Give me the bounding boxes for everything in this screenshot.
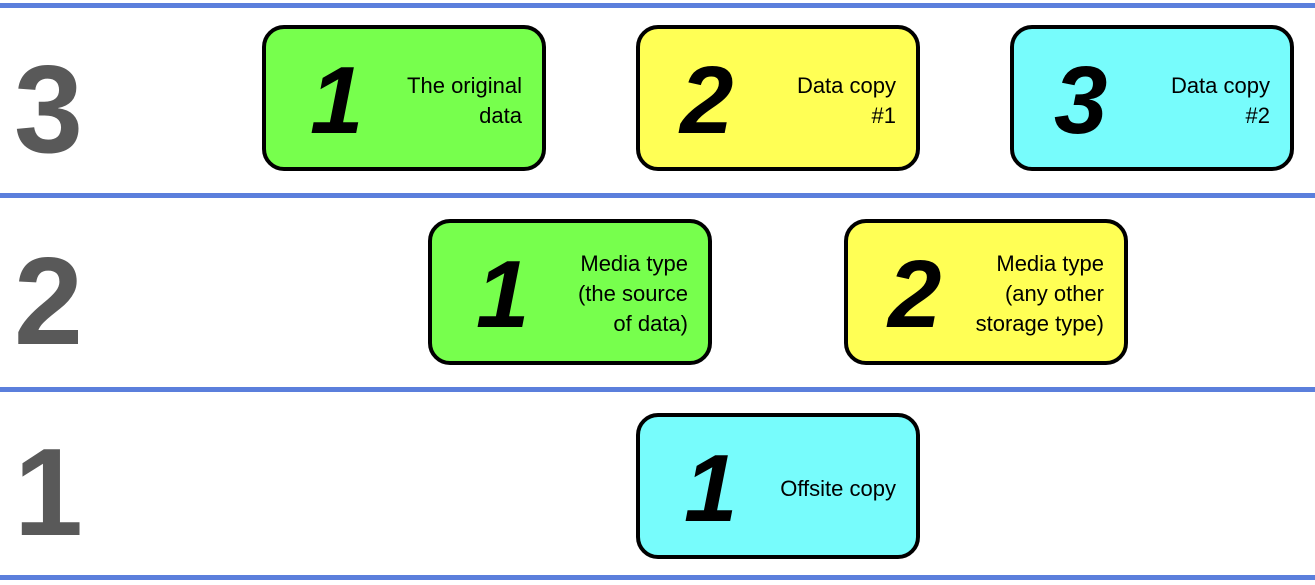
card-number: 2	[680, 47, 734, 154]
card-label: Data copy #2	[1171, 71, 1270, 131]
card-label: Offsite copy	[780, 474, 896, 504]
card-label-line: Data copy	[796, 73, 896, 98]
card-label-line: storage type)	[975, 311, 1104, 336]
card-offsite-copy: 1 Offsite copy	[636, 413, 920, 559]
card-label-line: of data)	[613, 311, 688, 336]
card-label: Media type (any other storage type)	[976, 249, 1104, 339]
card-number: 1	[684, 435, 738, 542]
level-number-2: 2	[14, 233, 83, 371]
card-label-line: #2	[1245, 103, 1270, 128]
card-label-line: Offsite copy	[780, 476, 896, 501]
card-label-line: Media type	[996, 251, 1104, 276]
card-media-type-other: 2 Media type (any other storage type)	[844, 219, 1128, 365]
card-label-line: (any other	[1004, 281, 1104, 306]
card-label-line: (the source	[577, 281, 688, 306]
card-label-line: data	[479, 103, 522, 128]
card-number: 2	[888, 241, 942, 348]
card-data-copy-1: 2 Data copy #1	[636, 25, 920, 171]
card-number: 1	[476, 241, 530, 348]
level-number-1: 1	[14, 424, 83, 562]
rule-top	[0, 3, 1315, 8]
level-number-3: 3	[14, 41, 83, 179]
card-label-line: The original	[407, 73, 522, 98]
card-media-type-source: 1 Media type (the source of data)	[428, 219, 712, 365]
card-label: Media type (the source of data)	[578, 249, 688, 339]
card-original-data: 1 The original data	[262, 25, 546, 171]
rule-row1-bottom	[0, 193, 1315, 198]
card-data-copy-2: 3 Data copy #2	[1010, 25, 1294, 171]
card-label-line: Media type	[580, 251, 688, 276]
rule-row2-bottom	[0, 387, 1315, 392]
rule-bottom	[0, 575, 1315, 580]
card-label-line: Data copy	[1170, 73, 1270, 98]
card-number: 1	[310, 47, 364, 154]
card-label: The original data	[407, 71, 522, 131]
card-number: 3	[1054, 47, 1108, 154]
card-label: Data copy #1	[797, 71, 896, 131]
card-label-line: #1	[871, 103, 896, 128]
